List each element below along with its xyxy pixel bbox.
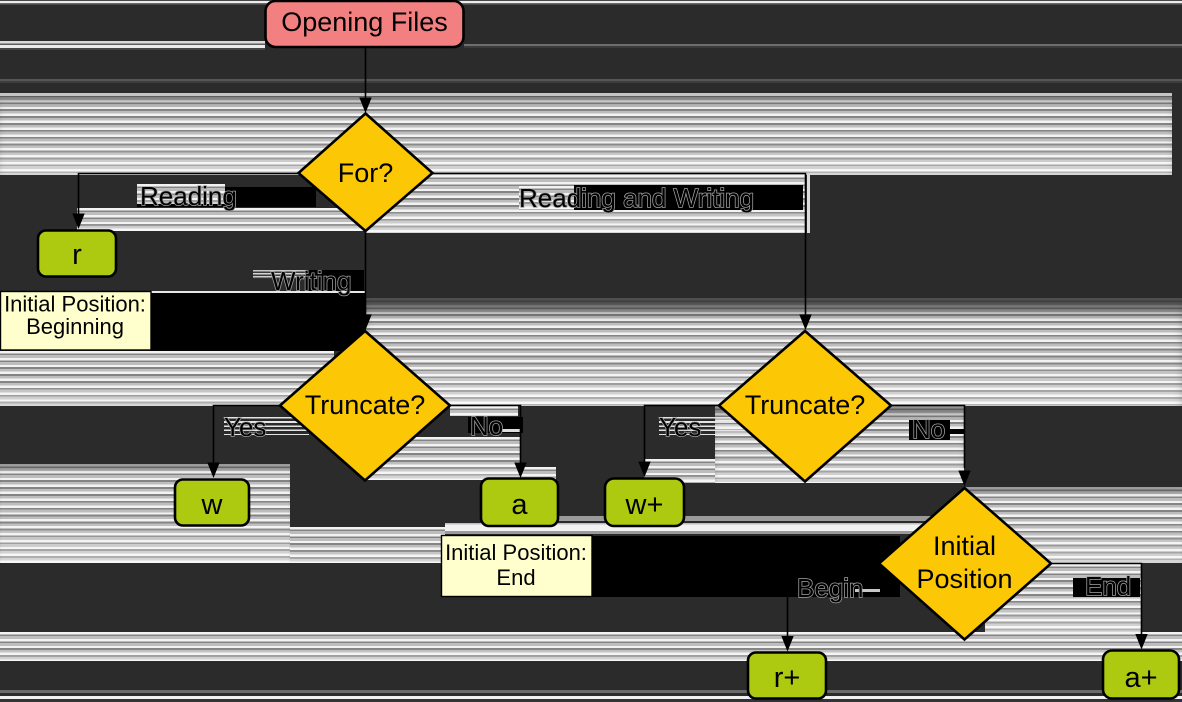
svg-text:Initial Position:: Initial Position: [445, 540, 587, 565]
svg-text:Position: Position [916, 564, 1012, 594]
svg-text:End: End [1085, 571, 1131, 601]
svg-text:Beginning: Beginning [26, 314, 124, 339]
svg-text:Reading and Writing: Reading and Writing [519, 183, 754, 213]
svg-text:r: r [72, 239, 82, 271]
svg-text:For?: For? [338, 158, 394, 188]
svg-text:Truncate?: Truncate? [305, 390, 426, 420]
svg-text:a: a [511, 489, 528, 521]
svg-text:Initial: Initial [933, 531, 996, 561]
svg-text:r+: r+ [774, 662, 801, 694]
svg-text:No: No [470, 411, 503, 441]
svg-text:Begin: Begin [797, 573, 864, 603]
svg-text:Truncate?: Truncate? [745, 390, 866, 420]
svg-text:No: No [912, 414, 945, 444]
svg-text:Opening Files: Opening Files [281, 7, 448, 37]
svg-text:Writing: Writing [271, 266, 351, 296]
svg-text:w: w [201, 489, 224, 521]
svg-text:End: End [496, 565, 535, 590]
svg-text:Reading: Reading [140, 181, 237, 211]
svg-text:Yes: Yes [659, 412, 701, 442]
svg-text:w+: w+ [625, 489, 664, 521]
svg-text:a+: a+ [1124, 662, 1157, 694]
svg-text:Initial Position:: Initial Position: [4, 292, 146, 317]
svg-text:Yes: Yes [224, 412, 266, 442]
